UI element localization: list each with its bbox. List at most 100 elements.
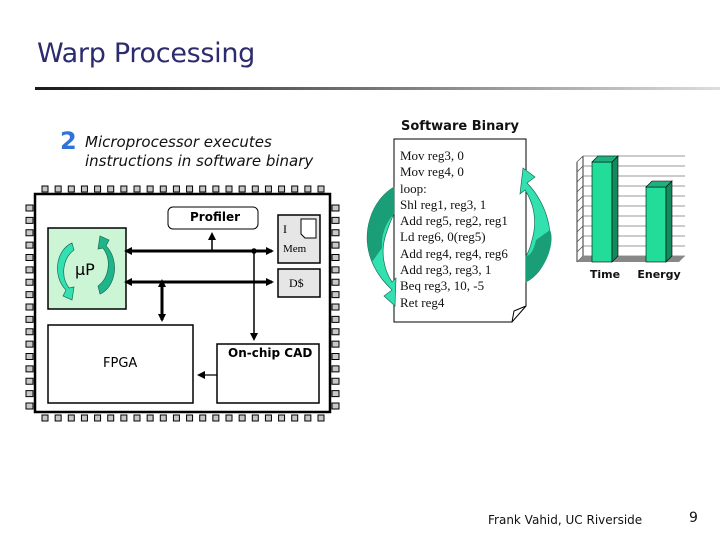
chip-pin-bottom	[159, 414, 167, 422]
time-energy-chart: Time Energy	[576, 155, 685, 281]
chip-pin-right	[331, 365, 340, 373]
chip-pin-top	[212, 185, 220, 193]
chart-bar-side	[611, 155, 619, 263]
cycle-arrow-left-icon	[57, 242, 75, 301]
chip-pin-top	[94, 185, 102, 193]
cycle-arrow-up-shade	[526, 230, 552, 282]
chart-grid-tick	[576, 165, 584, 173]
chip-pin-left	[25, 353, 34, 360]
chart-grid-tick	[576, 205, 584, 213]
chip-pin-left	[25, 328, 34, 336]
chart-bar-top	[645, 180, 673, 188]
document-icon	[300, 218, 317, 239]
chip-pin-right	[331, 353, 340, 360]
chip-pin-top	[107, 185, 115, 193]
chip-pin-top	[304, 185, 312, 193]
code-line: Ld reg6, 0(reg5)	[400, 229, 486, 245]
chip-pin-top	[278, 185, 286, 193]
chip-pin-bottom	[212, 414, 220, 422]
step-description: Microprocessor executes instructions in …	[85, 133, 325, 171]
chart-grid-tick	[576, 235, 584, 243]
chip-pin-right	[331, 241, 340, 249]
code-line: Mov reg3, 0	[400, 148, 464, 163]
chip-pin-top	[317, 185, 325, 193]
step-text-line-1: Microprocessor executes	[85, 133, 272, 151]
chip-pin-bottom	[107, 414, 115, 422]
chip-pin-left	[25, 229, 34, 237]
chart-bar-top	[591, 155, 619, 163]
chart-grid-tick	[576, 215, 584, 223]
chip-pin-top	[54, 185, 62, 193]
imem-label-mem: Mem	[283, 243, 307, 255]
chip-pin-bottom	[67, 414, 75, 422]
fpga-block	[47, 324, 194, 404]
imem-label-i: I	[283, 222, 287, 236]
chip-pin-right	[331, 254, 340, 261]
dcache-label: D$	[289, 276, 304, 290]
onchip-cad-block	[216, 343, 320, 404]
code-line: Add reg4, reg4, reg6	[400, 245, 508, 261]
title-divider	[35, 87, 720, 90]
chip-pin-bottom	[317, 414, 325, 422]
onchip-cad-label: On-chip CAD	[228, 346, 313, 360]
profiler-label: Profiler	[190, 210, 241, 224]
slide-title: Warp Processing	[37, 38, 256, 69]
chip-pin-bottom	[264, 414, 272, 422]
chip-pin-right	[331, 204, 340, 212]
chip-pin-top	[120, 185, 128, 193]
chip-pin-right	[331, 402, 340, 410]
chip-pin-bottom	[41, 414, 49, 422]
chart-category-label: Time	[590, 268, 620, 281]
chip-pin-left	[25, 216, 34, 224]
chart-category-label: Energy	[637, 268, 680, 281]
chip-pin-right	[331, 340, 340, 348]
chip-pin-top	[291, 185, 299, 193]
chart-grid-tick	[576, 225, 584, 233]
code-line: Beq reg3, 10, -5	[400, 278, 485, 294]
chip-pin-bottom	[199, 414, 207, 422]
chip-pin-top	[146, 185, 154, 193]
code-line: Add reg5, reg2, reg1	[400, 213, 508, 229]
chip-pin-bottom	[251, 414, 259, 422]
chip-pin-left	[25, 377, 34, 385]
chip-pin-bottom	[186, 414, 194, 422]
data-cache-block	[277, 268, 321, 298]
chip-pin-top	[225, 185, 233, 193]
cycle-arrow-down-shade	[367, 187, 394, 262]
chip-pin-bottom	[238, 414, 246, 422]
chip-pin-right	[331, 266, 340, 274]
chart-bar-time	[591, 161, 613, 263]
chip-pin-left	[25, 390, 34, 398]
chip-pin-right	[331, 377, 340, 385]
chip-pin-bottom	[304, 414, 312, 422]
cycle-arrow-right-icon	[97, 235, 115, 295]
microprocessor-label: µP	[75, 260, 95, 279]
chip-pin-top	[238, 185, 246, 193]
chip-pin-left	[25, 266, 34, 274]
chip-pin-top	[172, 185, 180, 193]
chip-pin-right	[331, 315, 340, 323]
code-line: loop:	[400, 180, 427, 196]
chip-pin-right	[331, 229, 340, 237]
page-curl	[511, 305, 527, 323]
chart-bar-side	[665, 180, 673, 263]
chip-pin-bottom	[225, 414, 233, 422]
chart-grid-tick	[576, 245, 584, 253]
chart-bars	[591, 155, 673, 263]
chip-pin-bottom	[133, 414, 141, 422]
chip-pin-left	[25, 402, 34, 410]
code-line: Shl reg1, reg3, 1	[400, 196, 487, 212]
chip-pin-left	[25, 278, 34, 286]
chip-pin-top	[264, 185, 272, 193]
software-binary-title: Software Binary	[401, 119, 519, 134]
chip-pin-left	[25, 340, 34, 348]
profiler-block	[167, 206, 259, 230]
chip-pin-bottom	[278, 414, 286, 422]
chip-pin-right	[331, 278, 340, 286]
chip-pin-top	[67, 185, 75, 193]
chip-pin-top	[41, 185, 49, 193]
step-number: 2	[60, 127, 77, 155]
chip-pin-right	[331, 291, 340, 299]
